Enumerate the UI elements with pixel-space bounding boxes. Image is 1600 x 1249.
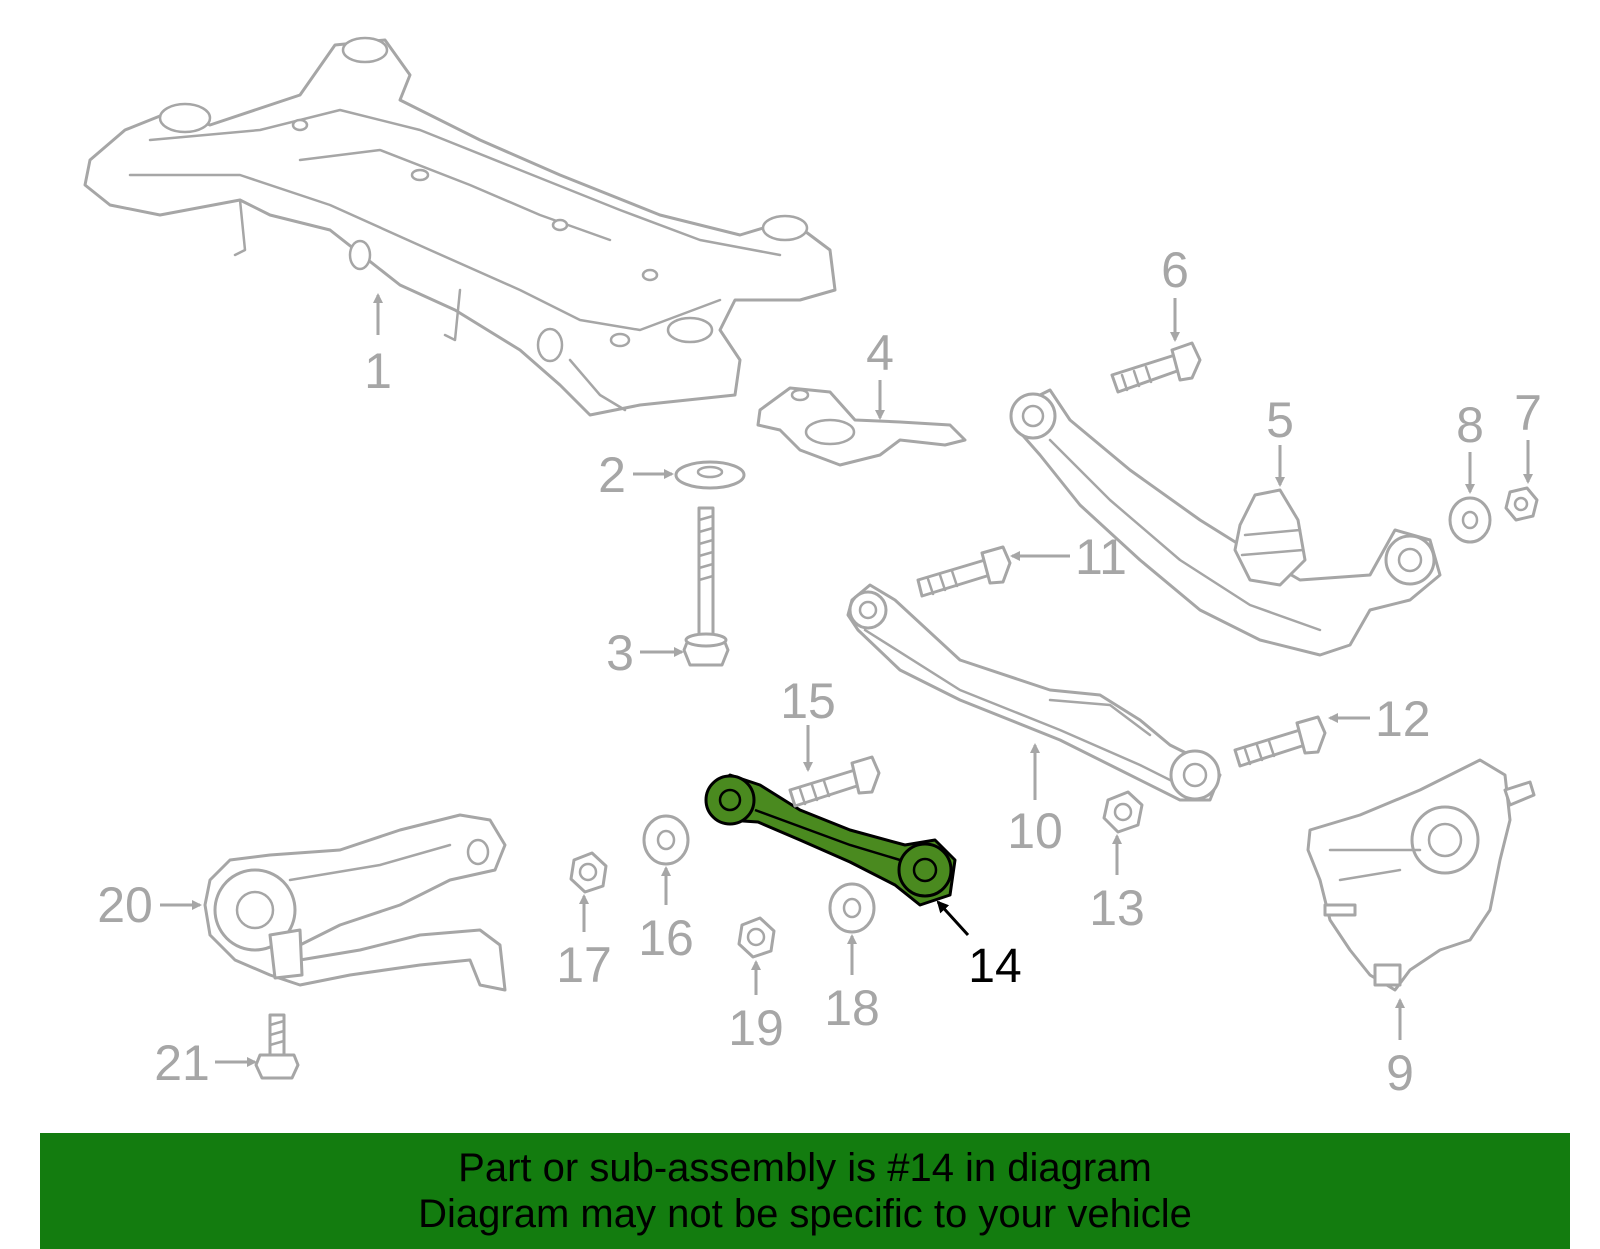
callout-1: 1	[364, 343, 392, 399]
callout-20: 20	[97, 877, 153, 933]
callout-21: 21	[154, 1035, 210, 1091]
parts-diagram: 1 2 3 4 5 6 7 8 9 10 11 12 13 14 15 16 1…	[83, 36, 1542, 1101]
washer-8-part	[1448, 496, 1492, 544]
bolt-15-part	[788, 755, 881, 808]
callout-13: 13	[1089, 880, 1145, 936]
nut-7-part	[1504, 486, 1539, 522]
callout-15: 15	[780, 673, 836, 729]
bolt-12-part	[1233, 715, 1327, 768]
nut-19-part	[737, 916, 776, 959]
bolt-21-part	[254, 1013, 300, 1080]
banner-line-1: Part or sub-assembly is #14 in diagram	[458, 1146, 1152, 1190]
trailing-arm-20-part	[203, 813, 507, 992]
callout-5: 5	[1266, 392, 1294, 448]
bolt-3-part	[682, 506, 730, 667]
banner-line-2: Diagram may not be specific to your vehi…	[418, 1192, 1192, 1236]
callout-7: 7	[1514, 385, 1542, 441]
leader-arrow-14	[936, 900, 970, 937]
callout-10: 10	[1007, 803, 1063, 859]
nut-13-part	[1102, 790, 1144, 834]
callout-labels: 1 2 3 4 5 6 7 8 9 10 11 12 13 14 15 16 1…	[97, 242, 1542, 1101]
callout-18: 18	[824, 980, 880, 1036]
leader-arrows	[160, 293, 1533, 1067]
callout-12: 12	[1375, 691, 1431, 747]
washer-16-part	[642, 814, 690, 866]
callout-16: 16	[638, 910, 694, 966]
bracket-4-part	[756, 386, 967, 467]
washer-18-part	[828, 882, 876, 934]
info-banner: Part or sub-assembly is #14 in diagram D…	[40, 1133, 1570, 1249]
lower-arm-10-part	[846, 583, 1222, 802]
callout-8: 8	[1456, 397, 1484, 453]
callout-4: 4	[866, 325, 894, 381]
callout-19: 19	[728, 1000, 784, 1056]
subframe-part	[83, 36, 837, 417]
callout-9: 9	[1386, 1045, 1414, 1101]
callout-3: 3	[606, 625, 634, 681]
callout-6: 6	[1161, 242, 1189, 298]
upper-arm-5-part	[1009, 388, 1442, 657]
callout-17: 17	[556, 937, 612, 993]
callout-2: 2	[598, 447, 626, 503]
link-14-highlighted-part[interactable]	[704, 773, 957, 907]
washer-2-part	[674, 460, 746, 490]
bolt-11-part	[916, 545, 1012, 598]
callout-14: 14	[968, 940, 1021, 993]
callout-11: 11	[1075, 529, 1127, 585]
knuckle-9-part	[1306, 758, 1536, 992]
bolt-6-part	[1110, 341, 1202, 394]
nut-17-part	[569, 851, 608, 894]
